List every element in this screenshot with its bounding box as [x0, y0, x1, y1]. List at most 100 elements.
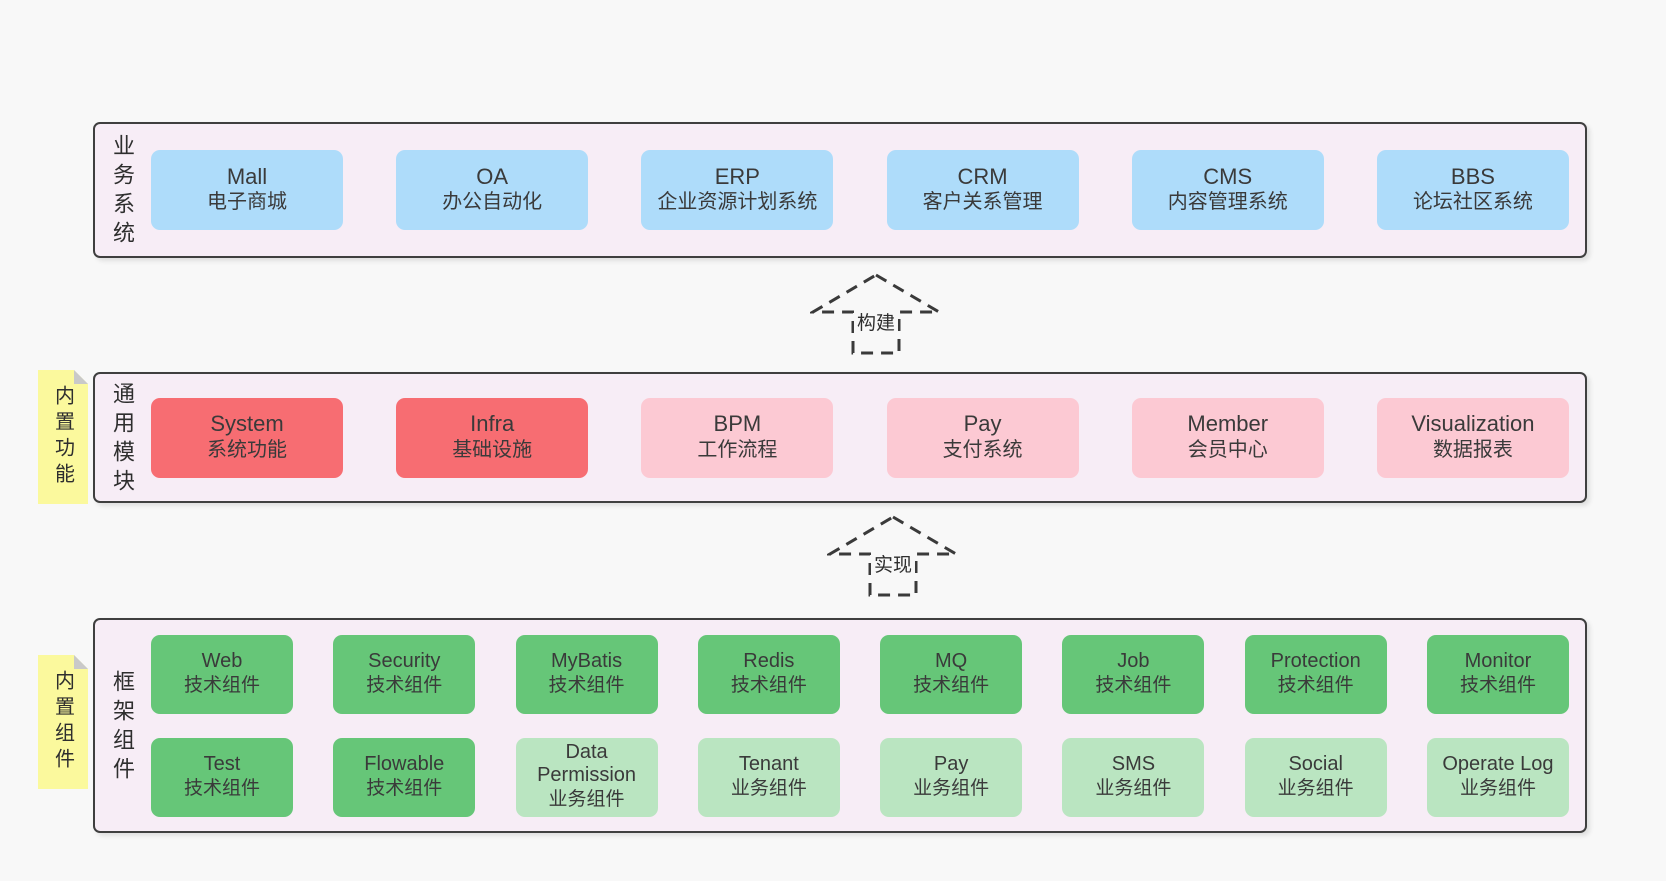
box-subtitle: 业务组件 — [548, 789, 625, 811]
box-subtitle: 支付系统 — [942, 438, 1023, 461]
box-title: OA — [476, 163, 509, 189]
tier-common-modules-label: 通用模块 — [110, 381, 135, 498]
box-title: ERP — [714, 163, 760, 189]
tier-business-systems-label: 业务系统 — [110, 134, 135, 250]
box-subtitle: 技术组件 — [183, 674, 260, 696]
box-subtitle: 论坛社区系统 — [1412, 191, 1533, 214]
box-title: Infra — [470, 411, 515, 437]
implement-arrow: 实现 — [827, 514, 959, 598]
box-title: Protection — [1270, 649, 1361, 672]
box-title: System — [210, 411, 284, 437]
sticky-note-label: 内置功能 — [51, 385, 74, 489]
box-title: Tenant — [738, 752, 799, 775]
box-subtitle: 电子商城 — [207, 191, 287, 214]
box-title: CMS — [1203, 163, 1253, 189]
box-title: Security — [368, 649, 441, 672]
box-subtitle: 技术组件 — [366, 777, 443, 799]
box-subtitle: 业务组件 — [913, 777, 990, 799]
box-subtitle: 基础设施 — [452, 438, 533, 461]
box-title: Member — [1187, 411, 1269, 437]
box-subtitle: 技术组件 — [1459, 674, 1536, 696]
box-subtitle: 客户关系管理 — [922, 191, 1043, 214]
box-subtitle: 技术组件 — [1277, 674, 1354, 696]
box-title: Mall — [226, 163, 268, 189]
box-subtitle: 业务组件 — [1277, 777, 1354, 799]
box-subtitle: 数据报表 — [1432, 438, 1513, 461]
box-title: CRM — [957, 163, 1008, 189]
box-subtitle: 企业资源计划系统 — [657, 191, 818, 214]
box-subtitle: 技术组件 — [730, 674, 807, 696]
box-subtitle: 业务组件 — [1095, 777, 1172, 799]
box-title: Pay — [963, 411, 1002, 437]
box-title: Visualization — [1411, 411, 1535, 437]
box-title: SMS — [1111, 752, 1156, 775]
box-title: Monitor — [1464, 649, 1532, 672]
box-title: Web — [201, 649, 243, 672]
sticky-note-built-in-components: 内置组件 — [38, 655, 88, 789]
build-arrow: 构建 — [810, 272, 942, 356]
build-arrow-label: 构建 — [853, 308, 899, 335]
sticky-note-built-in-features: 内置功能 — [38, 370, 88, 504]
box-subtitle: 工作流程 — [697, 438, 778, 461]
box-subtitle: 技术组件 — [913, 674, 990, 696]
box-subtitle: 会员中心 — [1187, 438, 1268, 461]
implement-arrow-label: 实现 — [870, 550, 916, 577]
box-title: Operate Log — [1442, 752, 1554, 775]
box-subtitle: 技术组件 — [548, 674, 625, 696]
box-title: Job — [1117, 649, 1150, 672]
box-title: Flowable — [364, 752, 445, 775]
box-title: BBS — [1450, 163, 1495, 189]
box-title: Data Permission — [537, 741, 637, 787]
box-subtitle: 办公自动化 — [442, 191, 543, 214]
box-subtitle: 业务组件 — [1459, 777, 1536, 799]
box-subtitle: 系统功能 — [207, 438, 287, 461]
box-title: MyBatis — [551, 649, 623, 672]
box-subtitle: 内容管理系统 — [1167, 191, 1288, 214]
box-title: Social — [1288, 752, 1343, 775]
box-title: BPM — [713, 411, 762, 437]
box-title: MQ — [935, 649, 968, 672]
box-title: Pay — [933, 752, 969, 775]
box-subtitle: 技术组件 — [366, 674, 443, 696]
box-subtitle: 业务组件 — [730, 777, 807, 799]
sticky-note-label: 内置组件 — [51, 670, 74, 774]
box-title: Redis — [743, 649, 795, 672]
box-subtitle: 技术组件 — [183, 777, 260, 799]
